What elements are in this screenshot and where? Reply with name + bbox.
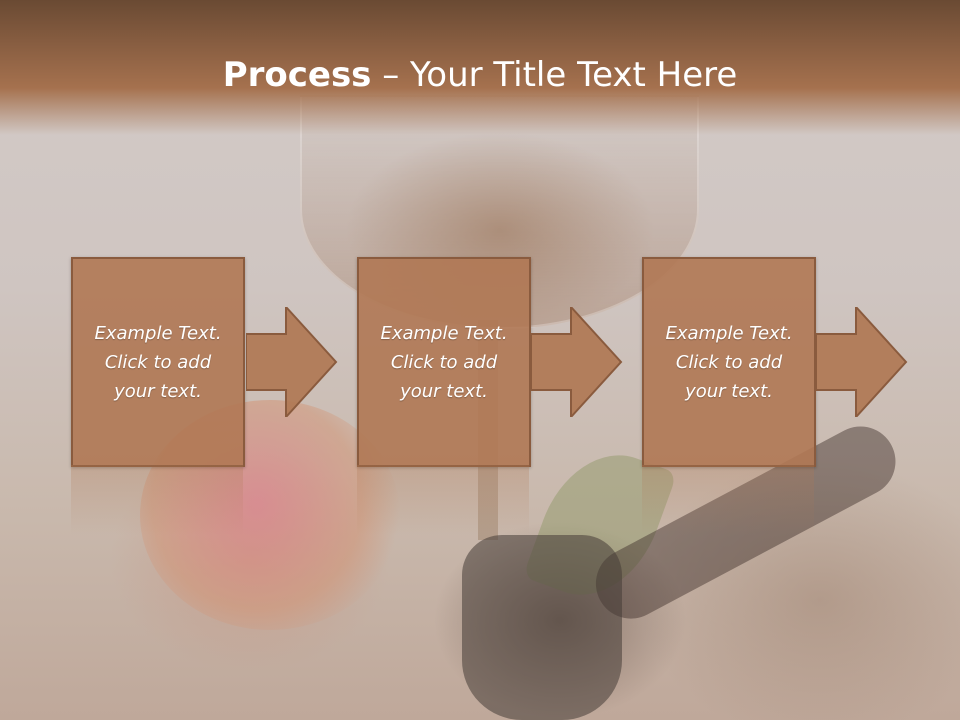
step-2-text: Example Text. Click to add your text. (380, 322, 508, 402)
step-3-text: Example Text. Click to add your text. (665, 322, 793, 402)
arrow-3-icon (816, 307, 908, 417)
process-step-3[interactable]: Example Text. Click to add your text. (642, 257, 816, 467)
slide-title[interactable]: Process – Your Title Text Here (0, 52, 960, 98)
arrow-1-icon (246, 307, 338, 417)
pipe-bowl (462, 535, 622, 720)
process-step-1[interactable]: Example Text. Click to add your text. (71, 257, 245, 467)
title-rest: – Your Title Text Here (371, 55, 738, 95)
step-2-reflection (357, 465, 529, 535)
step-3-reflection (642, 465, 814, 535)
step-1-text: Example Text. Click to add your text. (94, 322, 222, 402)
arrow-2-icon (531, 307, 623, 417)
process-step-2[interactable]: Example Text. Click to add your text. (357, 257, 531, 467)
step-1-reflection (71, 465, 243, 535)
title-banner (0, 0, 960, 135)
title-bold: Process (222, 55, 372, 95)
